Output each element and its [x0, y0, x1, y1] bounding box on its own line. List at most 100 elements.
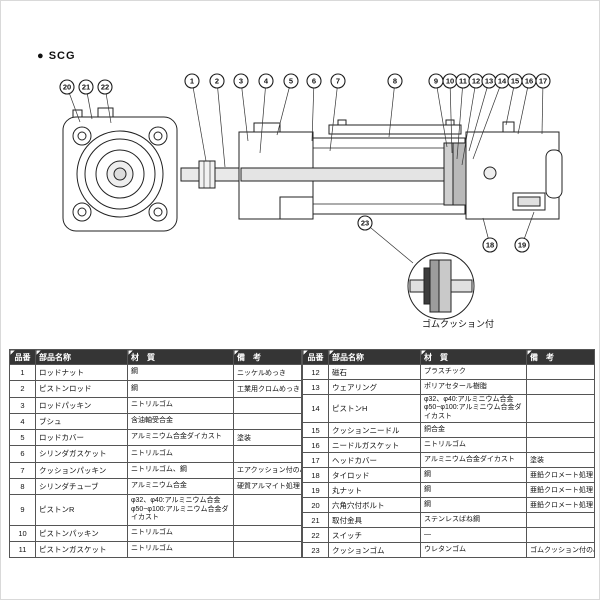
cell-remark: 亜鉛クロメート処理	[526, 497, 595, 514]
cell-material: ニトリルゴム、鋼	[127, 461, 234, 479]
header-part-no: 品番	[9, 349, 36, 365]
cell-no: 13	[302, 379, 329, 395]
svg-text:16: 16	[525, 77, 533, 86]
cell-material: アルミニウム合金	[127, 477, 234, 496]
cell-material: ―	[420, 527, 527, 544]
callout-14: 14	[494, 73, 510, 89]
header-part-no: 品番	[302, 349, 329, 365]
cell-material: 鋼	[127, 380, 234, 398]
callout-13: 13	[481, 73, 497, 89]
callout-5: 5	[283, 73, 299, 89]
cell-material: 鋼	[420, 497, 527, 514]
cell-remark	[526, 393, 595, 424]
cell-name: 磁石	[328, 364, 421, 380]
svg-text:10: 10	[446, 77, 454, 86]
cell-name: ニードルガスケット	[328, 437, 421, 454]
cell-material: 含油軸受合金	[127, 412, 234, 431]
svg-text:13: 13	[485, 77, 493, 86]
svg-text:6: 6	[312, 77, 316, 86]
cell-remark: 亜鉛クロメート処理	[526, 482, 595, 499]
cell-material: ステンレスばね鋼	[420, 512, 527, 529]
callout-7: 7	[330, 73, 346, 89]
cell-name: ブシュ	[35, 412, 128, 431]
section-view	[180, 119, 563, 220]
cell-name: ピストンR	[35, 494, 128, 526]
callout-leader-13	[468, 80, 490, 152]
callout-10: 10	[442, 73, 458, 89]
svg-text:5: 5	[289, 77, 293, 86]
svg-text:2: 2	[215, 77, 219, 86]
header-part-name: 部品名称	[35, 349, 128, 365]
cell-name: ウェアリング	[328, 379, 421, 395]
cell-material: ウレタンゴム	[420, 542, 527, 559]
cell-no: 6	[9, 445, 36, 463]
callout-leader-1	[191, 80, 207, 162]
callout-leader-2	[216, 80, 226, 168]
cell-no: 11	[9, 540, 36, 559]
callout-4: 4	[258, 73, 274, 89]
cell-material: ニトリルゴム	[420, 437, 527, 454]
cell-name: ロッドナット	[35, 363, 128, 382]
cell-material: ニトリルゴム	[127, 396, 234, 414]
cell-no: 15	[302, 422, 329, 439]
detail-view-label: ゴムクッション付	[422, 318, 494, 329]
cell-no: 5	[9, 428, 36, 447]
callout-20: 20	[59, 79, 75, 95]
cell-material: ニトリルゴム	[127, 540, 234, 559]
callout-9: 9	[428, 73, 444, 89]
svg-text:19: 19	[518, 241, 526, 250]
svg-text:3: 3	[239, 77, 243, 86]
cell-material: アルミニウム合金ダイカスト	[420, 452, 527, 469]
svg-text:21: 21	[82, 83, 90, 92]
cell-name: クッションニードル	[328, 422, 421, 439]
cell-no: 20	[302, 497, 329, 514]
cell-material: ニトリルゴム	[127, 524, 234, 542]
cell-name: ヘッドカバー	[328, 452, 421, 469]
callout-leader-8	[388, 80, 396, 138]
cell-name: ピストンH	[328, 393, 421, 424]
callout-22: 22	[97, 79, 113, 95]
cell-material: φ32、φ40:アルミニウム合金 φ50~φ100:アルミニウム合金ダイカスト	[420, 393, 527, 424]
cell-remark	[233, 445, 302, 463]
callout-19: 19	[514, 237, 530, 253]
cell-name: 取付金具	[328, 512, 421, 529]
callout-leader-14	[472, 80, 503, 160]
svg-text:8: 8	[393, 77, 397, 86]
svg-text:4: 4	[264, 77, 269, 86]
header-remark: 備 考	[526, 349, 595, 365]
cell-name: ロッドパッキン	[35, 396, 128, 414]
callout-leader-5	[276, 80, 292, 136]
front-view	[62, 107, 178, 232]
cell-no: 1	[9, 363, 36, 382]
svg-text:18: 18	[486, 241, 494, 250]
cell-name: ロッドカバー	[35, 428, 128, 447]
cell-no: 19	[302, 482, 329, 499]
callout-leader-9	[435, 80, 448, 148]
cell-name: シリンダガスケット	[35, 445, 128, 463]
cell-remark	[526, 512, 595, 529]
svg-text:20: 20	[63, 83, 71, 92]
cell-name: スイッチ	[328, 527, 421, 544]
cell-name: タイロッド	[328, 467, 421, 484]
callout-18: 18	[482, 237, 498, 253]
callout-12: 12	[468, 73, 484, 89]
callout-leader-17	[541, 80, 544, 135]
callout-leader-11	[456, 80, 464, 160]
svg-text:12: 12	[472, 77, 480, 86]
cell-remark	[526, 364, 595, 380]
svg-text:7: 7	[336, 77, 340, 86]
